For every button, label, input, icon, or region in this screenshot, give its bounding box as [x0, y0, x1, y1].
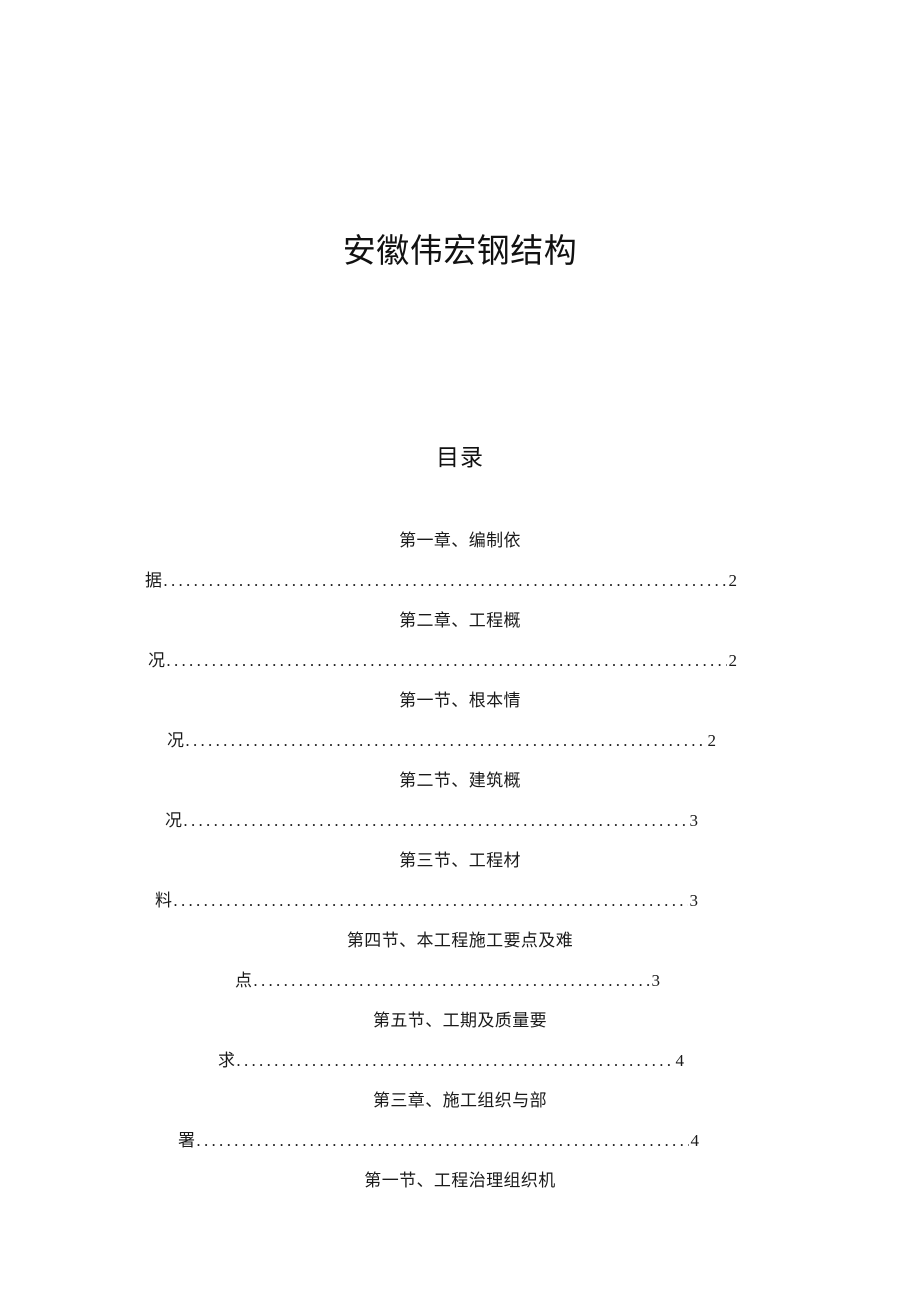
leader-dots: ........................................…: [196, 1131, 688, 1150]
toc-entry[interactable]: 第一节、根本情 况 ..............................…: [0, 688, 920, 768]
leader-dots: ........................................…: [173, 891, 687, 910]
toc-entry[interactable]: 第五节、工期及质量要 求 ...........................…: [0, 1008, 920, 1088]
toc-entry-title: 第二节、建筑概: [399, 771, 521, 790]
toc-entry[interactable]: 第三节、工程材 料 ..............................…: [0, 848, 920, 928]
toc-entry-title: 第三节、工程材: [399, 851, 521, 870]
toc-page-number: 4: [690, 1131, 700, 1150]
toc-entry-tail: 料 ......................................…: [155, 888, 698, 914]
toc-entry-title: 第三章、施工组织与部: [373, 1091, 547, 1110]
toc-page-number: 3: [689, 891, 699, 910]
leader-dots: ........................................…: [185, 731, 705, 750]
toc-entry[interactable]: 第二节、建筑概 况 ..............................…: [0, 768, 920, 848]
toc-entry-title-continued: 点: [235, 971, 253, 990]
toc-entry-tail: 署 ......................................…: [178, 1128, 699, 1154]
toc-page-number: 2: [707, 731, 717, 750]
toc-entry-title-continued: 署: [178, 1131, 196, 1150]
toc-entry[interactable]: 第三章、施工组织与部 署 ...........................…: [0, 1088, 920, 1168]
table-of-contents-list: 第一章、编制依 据 ..............................…: [0, 528, 920, 1208]
toc-entry-title-continued: 求: [218, 1051, 236, 1070]
toc-entry-title-continued: 况: [165, 811, 183, 830]
toc-entry[interactable]: 第二章、工程概 况 ..............................…: [0, 608, 920, 688]
toc-entry-title: 第一章、编制依: [399, 531, 521, 550]
toc-page-number: 2: [728, 571, 738, 590]
toc-page-number: 3: [651, 971, 661, 990]
toc-entry-title-continued: 况: [167, 731, 185, 750]
toc-entry-title-continued: 据: [145, 571, 163, 590]
toc-entry-tail: 据 ......................................…: [145, 568, 737, 594]
toc-entry-title: 第一节、工程治理组织机: [364, 1171, 556, 1190]
toc-entry-title: 第四节、本工程施工要点及难: [346, 931, 574, 950]
leader-dots: ........................................…: [163, 571, 727, 590]
toc-entry-tail: 点 ......................................…: [235, 968, 660, 994]
toc-page-number: 3: [689, 811, 699, 830]
leader-dots: ........................................…: [236, 1051, 673, 1070]
table-of-contents-heading: 目录: [436, 444, 484, 470]
toc-entry[interactable]: 第四节、本工程施工要点及难 点 ........................…: [0, 928, 920, 1008]
toc-page-number: 4: [675, 1051, 685, 1070]
toc-entry[interactable]: 第一章、编制依 据 ..............................…: [0, 528, 920, 608]
toc-entry-tail: 求 ......................................…: [218, 1048, 684, 1074]
toc-entry-title: 第一节、根本情: [399, 691, 521, 710]
leader-dots: ........................................…: [253, 971, 649, 990]
toc-entry-tail: 况 ......................................…: [167, 728, 716, 754]
toc-entry[interactable]: 第一节、工程治理组织机: [0, 1168, 920, 1208]
toc-entry-title-continued: 况: [148, 651, 166, 670]
document-title: 安徽伟宏钢结构: [342, 232, 578, 269]
toc-entry-tail: 况 ......................................…: [165, 808, 698, 834]
toc-entry-title: 第二章、工程概: [399, 611, 521, 630]
toc-entry-title-continued: 料: [155, 891, 173, 910]
leader-dots: ........................................…: [166, 651, 727, 670]
toc-entry-tail: 况 ......................................…: [148, 648, 737, 674]
toc-page-number: 2: [728, 651, 738, 670]
toc-entry-title: 第五节、工期及质量要: [373, 1011, 547, 1030]
leader-dots: ........................................…: [183, 811, 687, 830]
